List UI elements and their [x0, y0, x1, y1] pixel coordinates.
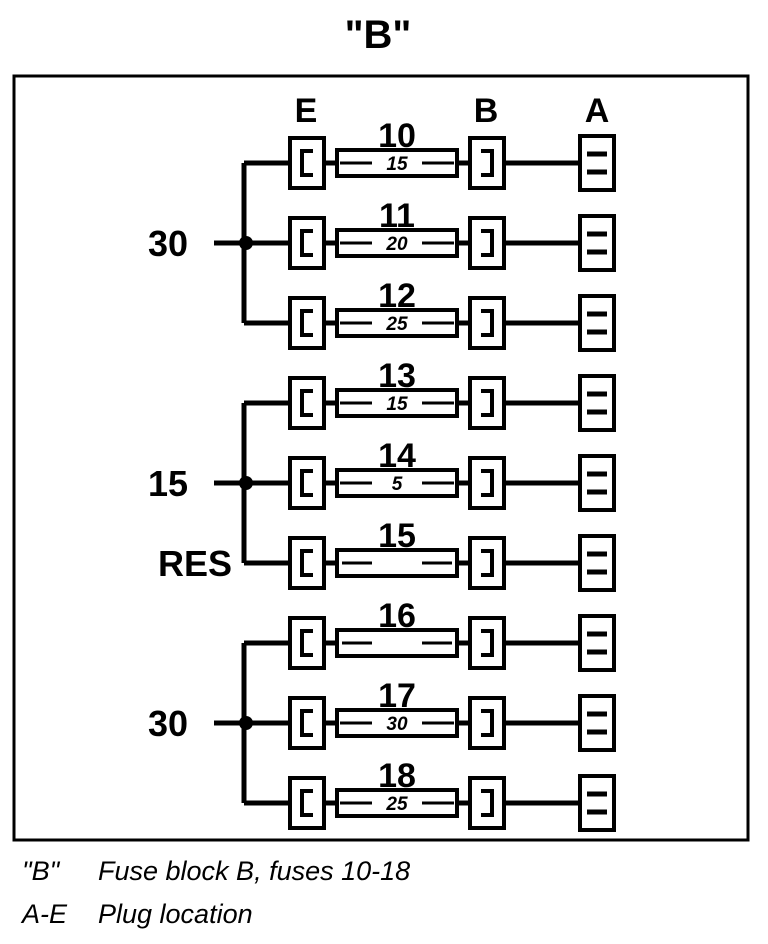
- fuse-rating: 25: [385, 794, 408, 815]
- fuse-number: 16: [378, 597, 416, 635]
- legend-text: Plug location: [98, 899, 253, 929]
- plug-b-contact-icon: [481, 709, 494, 737]
- feed-bus-group-3: 30: [148, 643, 253, 803]
- plug-e-contact-icon: [300, 789, 313, 817]
- plug-e-contact-icon: [300, 549, 313, 577]
- plug-e-contact-icon: [300, 469, 313, 497]
- plug-e: [288, 776, 326, 830]
- plug-b: [468, 776, 506, 830]
- plug-a: [578, 694, 616, 752]
- plug-e: [288, 136, 326, 190]
- legend-key: "B": [22, 856, 60, 886]
- fuse-number: 12: [378, 277, 416, 315]
- junction-dot-icon: [239, 716, 253, 730]
- plug-b-contact-icon: [481, 789, 494, 817]
- plug-b: [468, 456, 506, 510]
- fuse-row-14: 514: [244, 437, 616, 512]
- plug-e-contact-icon: [300, 229, 313, 257]
- feed-label: 15: [148, 463, 188, 504]
- feed-label: 30: [148, 223, 188, 264]
- plug-a: [578, 134, 616, 192]
- fuse-rating: 15: [386, 154, 408, 175]
- fuse-number: 10: [378, 117, 416, 155]
- column-label-a: A: [585, 92, 610, 130]
- plug-e-contact-icon: [300, 149, 313, 177]
- plug-b-contact-icon: [481, 309, 494, 337]
- feed-label: 30: [148, 703, 188, 744]
- plug-b-contact-icon: [481, 629, 494, 657]
- fuse-rating: 25: [385, 314, 408, 335]
- plug-e: [288, 616, 326, 670]
- plug-e-contact-icon: [300, 309, 313, 337]
- plug-b-contact-icon: [481, 149, 494, 177]
- fuse-number: 17: [378, 677, 416, 715]
- plug-b: [468, 536, 506, 590]
- fuse-number: 18: [378, 757, 416, 795]
- fuse-row-15: 15: [244, 517, 616, 592]
- junction-dot-icon: [239, 476, 253, 490]
- plug-b: [468, 136, 506, 190]
- plug-a: [578, 534, 616, 592]
- plug-e: [288, 456, 326, 510]
- fuse-number: 14: [378, 437, 416, 475]
- plug-a: [578, 454, 616, 512]
- diagram-title: "B": [345, 13, 412, 57]
- legend-text: Fuse block B, fuses 10-18: [98, 856, 411, 886]
- plug-b-contact-icon: [481, 469, 494, 497]
- junction-dot-icon: [239, 236, 253, 250]
- plug-e: [288, 216, 326, 270]
- fuse-rating: 15: [386, 394, 408, 415]
- plug-e-contact-icon: [300, 389, 313, 417]
- plug-e: [288, 696, 326, 750]
- plug-a: [578, 374, 616, 432]
- fuse-row-16: 16: [244, 597, 616, 672]
- plug-e: [288, 296, 326, 350]
- feed-extra-label: RES: [158, 543, 232, 584]
- plug-b-contact-icon: [481, 229, 494, 257]
- plug-b: [468, 616, 506, 670]
- fuse-block-diagram: "B" E B A 1510201125123015135141515RES16…: [12, 13, 750, 842]
- fuse-number: 13: [378, 357, 416, 395]
- fuse-rating: 30: [386, 714, 408, 735]
- plug-b-contact-icon: [481, 389, 494, 417]
- column-label-b: B: [474, 92, 499, 130]
- plug-b-contact-icon: [481, 549, 494, 577]
- plug-b: [468, 296, 506, 350]
- legend-key: A-E: [22, 899, 68, 929]
- legend-item-plug-location: A-E Plug location: [22, 899, 253, 930]
- plug-a: [578, 214, 616, 272]
- plug-e: [288, 536, 326, 590]
- fuse-number: 15: [378, 517, 416, 555]
- plug-a: [578, 614, 616, 672]
- fuse-rating: 20: [385, 234, 408, 255]
- plug-a: [578, 294, 616, 352]
- plug-a: [578, 774, 616, 832]
- legend-item-fuse-block: "B" Fuse block B, fuses 10-18: [22, 856, 410, 887]
- fuse-rating: 5: [392, 474, 403, 495]
- plug-e-contact-icon: [300, 709, 313, 737]
- plug-e: [288, 376, 326, 430]
- plug-e-contact-icon: [300, 629, 313, 657]
- feed-bus-group-1: 30: [148, 163, 253, 323]
- plug-b: [468, 376, 506, 430]
- column-label-e: E: [295, 92, 318, 130]
- fuse-number: 11: [379, 197, 415, 235]
- fuse-block-frame: [12, 74, 750, 842]
- plug-b: [468, 216, 506, 270]
- plug-b: [468, 696, 506, 750]
